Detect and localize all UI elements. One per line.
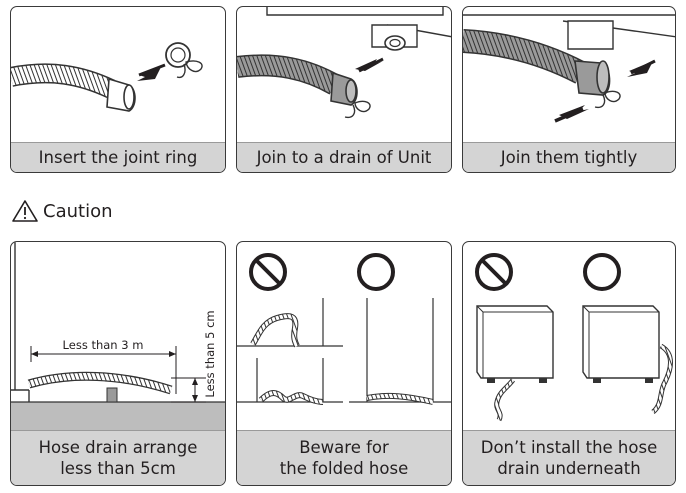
step-caption: Join to a drain of Unit — [237, 142, 451, 172]
step-caption: Insert the joint ring — [11, 142, 225, 172]
caution-folded-hose: Beware for the folded hose — [236, 241, 452, 486]
step-join-tightly: Join them tightly — [462, 6, 676, 173]
join-drain-illustration — [237, 7, 451, 119]
warning-triangle-icon — [12, 200, 38, 222]
caution-caption: Hose drain arrange less than 5cm — [11, 430, 225, 485]
folded-hose-illustration — [237, 253, 451, 405]
caution-caption: Don’t install the hose drain underneath — [463, 430, 675, 485]
prohibited-icon — [249, 253, 287, 291]
prohibited-icon — [475, 253, 513, 291]
caution-label: Caution — [43, 200, 113, 222]
join-tightly-illustration — [463, 14, 675, 123]
caution-hose-height: Less than 3 m Less than 5 cm Hose drain … — [10, 241, 226, 486]
caution-underneath: Don’t install the hose drain underneath — [462, 241, 676, 486]
step-caption: Join them tightly — [463, 142, 675, 172]
allowed-circle-icon — [357, 253, 395, 291]
joint-ring-illustration — [11, 42, 203, 112]
underneath-illustration — [475, 253, 673, 422]
height-limit-label: Less than 5 cm — [203, 310, 217, 397]
allowed-circle-icon — [583, 253, 621, 291]
length-limit-label: Less than 3 m — [63, 338, 144, 352]
step-join-drain: Join to a drain of Unit — [236, 6, 452, 173]
hose-height-illustration: Less than 3 m Less than 5 cm — [11, 242, 225, 432]
caution-heading: Caution — [12, 196, 113, 226]
step-insert-joint-ring: Insert the joint ring — [10, 6, 226, 173]
caution-caption: Beware for the folded hose — [237, 430, 451, 485]
